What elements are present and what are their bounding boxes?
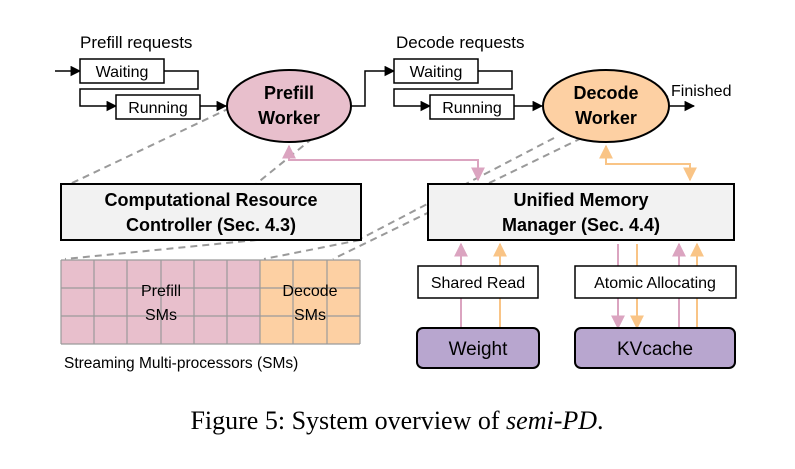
resource-controller: Computational Resource Controller (Sec. … — [60, 183, 362, 241]
prefill-waiting-box — [79, 58, 165, 84]
atomic-allocating-label: Atomic Allocating — [594, 275, 716, 292]
sm-grid: Prefill SMs Decode SMs — [60, 259, 361, 345]
sms-caption: Streaming Multi-processors (SMs) — [64, 355, 298, 372]
decode-waiting-box — [393, 58, 479, 84]
shared-read-box — [417, 265, 539, 299]
weight-label: Weight — [449, 339, 509, 360]
atomic-allocating-box — [574, 265, 737, 299]
memory-manager: Unified Memory Manager (Sec. 4.4) — [427, 183, 735, 241]
prefill-requests-title: Prefill requests — [80, 33, 192, 52]
prefill-worker: Prefill Worker — [226, 69, 352, 143]
figure-caption-prefix: Figure 5: System overview of — [190, 406, 506, 435]
prefill-worker-ellipse — [226, 69, 352, 143]
decode-queue: Decode requests Waiting Running — [393, 33, 544, 120]
decode-worker-line2: Worker — [575, 108, 637, 128]
decode-worker-line1: Decode — [573, 83, 638, 103]
decode-sms-line1: Decode — [282, 283, 337, 300]
memory-manager-line1: Unified Memory — [513, 190, 648, 210]
guide-prefill-left — [69, 107, 231, 185]
decode-requests-title: Decode requests — [396, 33, 525, 52]
prefill-worker-line1: Prefill — [264, 83, 314, 103]
decode-worker: Decode Worker — [542, 69, 670, 143]
prefill-queue: Prefill requests Waiting Running — [55, 33, 228, 120]
kvcache-label: KVcache — [617, 339, 693, 360]
resource-controller-box — [60, 183, 362, 241]
figure-caption-emph: semi-PD — [506, 406, 597, 435]
memory-manager-line2: Manager (Sec. 4.4) — [502, 215, 660, 235]
figure-caption: Figure 5: System overview of semi-PD. — [190, 406, 603, 435]
prefill-waiting-label: Waiting — [96, 64, 149, 81]
decode-memory-connector — [599, 144, 697, 182]
sm-grid-lines — [60, 259, 361, 345]
memory-manager-box — [427, 183, 735, 241]
guide-controller-left — [64, 239, 258, 260]
prefill-memory-connector — [282, 144, 485, 182]
weight-box — [416, 327, 540, 369]
kvcache-box — [574, 327, 736, 369]
decode-sm-block — [260, 260, 360, 344]
figure-caption-suffix: . — [597, 406, 604, 435]
decode-waiting-to-running-arrow — [393, 70, 513, 112]
prefill-sms-line2: SMs — [145, 307, 177, 324]
shared-read-label: Shared Read — [431, 275, 525, 292]
prefill-running-box — [115, 94, 201, 120]
resource-controller-line1: Computational Resource — [104, 190, 317, 210]
prefill-worker-line2: Worker — [258, 108, 320, 128]
decode-waiting-label: Waiting — [410, 64, 463, 81]
prefill-sms-line1: Prefill — [141, 283, 181, 300]
decode-worker-ellipse — [542, 69, 670, 143]
finished-label: Finished — [671, 83, 731, 100]
decode-running-label: Running — [442, 100, 502, 117]
guide-controller-right — [263, 239, 361, 260]
storage: Weight KVcache — [416, 327, 736, 369]
resource-controller-line2: Controller (Sec. 4.3) — [126, 215, 296, 235]
prefill-running-label: Running — [128, 100, 188, 117]
decode-running-box — [429, 94, 515, 120]
access-labels: Shared Read Atomic Allocating — [417, 265, 737, 299]
prefill-waiting-to-running-arrow — [79, 70, 199, 112]
decode-sms-line2: SMs — [294, 307, 326, 324]
prefill-to-decode-queue-arrow — [351, 65, 396, 107]
